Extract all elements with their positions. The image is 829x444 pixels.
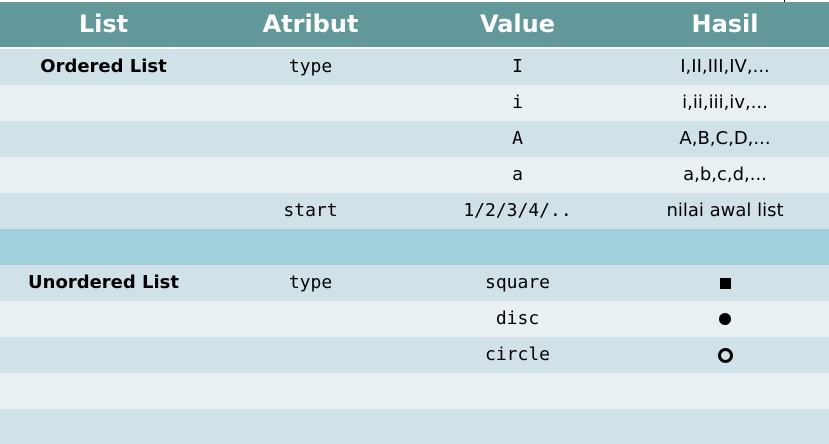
header-hasil: Hasil xyxy=(691,10,759,38)
table-row xyxy=(0,409,829,444)
header-divider xyxy=(0,47,829,49)
table-row: A A,B,C,D,... xyxy=(0,121,829,157)
table-row: circle xyxy=(0,337,829,373)
result-cell: a,b,c,d,... xyxy=(683,164,767,185)
attribute-cell: type xyxy=(288,56,333,77)
list-type-cell xyxy=(0,301,207,337)
table-row: disc xyxy=(0,301,829,337)
section-separator-row xyxy=(0,229,829,265)
value-cell: a xyxy=(512,164,523,185)
list-type-cell xyxy=(0,337,207,373)
table-row: start 1/2/3/4/.. nilai awal list xyxy=(0,193,829,229)
attribute-cell xyxy=(207,337,414,373)
result-cell: I,II,III,IV,... xyxy=(680,56,770,77)
value-cell: circle xyxy=(484,344,551,365)
result-cell xyxy=(621,265,829,301)
result-cell: A,B,C,D,... xyxy=(679,128,771,149)
attribute-cell xyxy=(207,85,414,121)
value-cell: square xyxy=(484,272,551,293)
result-cell xyxy=(621,301,829,337)
attribute-cell xyxy=(207,157,414,193)
attribute-cell xyxy=(207,121,414,157)
value-cell: i xyxy=(512,92,523,113)
filled-square-icon xyxy=(719,277,731,289)
filled-circle-icon xyxy=(719,313,731,325)
result-cell xyxy=(621,337,829,373)
attribute-cell: type xyxy=(288,272,333,293)
table-row: i i,ii,iii,iv,... xyxy=(0,85,829,121)
hollow-circle-icon xyxy=(717,347,733,363)
value-cell: A xyxy=(512,128,523,149)
list-type-cell xyxy=(0,193,207,229)
table-row xyxy=(0,373,829,409)
header-atribut: Atribut xyxy=(262,10,359,38)
table-row: Ordered List type I I,II,III,IV,... xyxy=(0,49,829,85)
result-cell: i,ii,iii,iv,... xyxy=(682,92,768,113)
value-cell: 1/2/3/4/.. xyxy=(463,200,572,221)
result-cell: nilai awal list xyxy=(666,200,784,221)
list-type-cell xyxy=(0,121,207,157)
attribute-cell: start xyxy=(283,200,338,221)
list-type-cell xyxy=(0,157,207,193)
table-row: Unordered List type square xyxy=(0,265,829,301)
list-type-cell: Ordered List xyxy=(40,56,167,77)
value-cell: disc xyxy=(495,308,540,329)
attribute-cell xyxy=(207,301,414,337)
list-type-cell: Unordered List xyxy=(28,272,179,293)
list-type-cell xyxy=(0,85,207,121)
table-row: a a,b,c,d,... xyxy=(0,157,829,193)
value-cell: I xyxy=(512,56,523,77)
header-list: List xyxy=(78,10,129,38)
table-header xyxy=(0,2,829,47)
header-value: Value xyxy=(479,10,556,38)
